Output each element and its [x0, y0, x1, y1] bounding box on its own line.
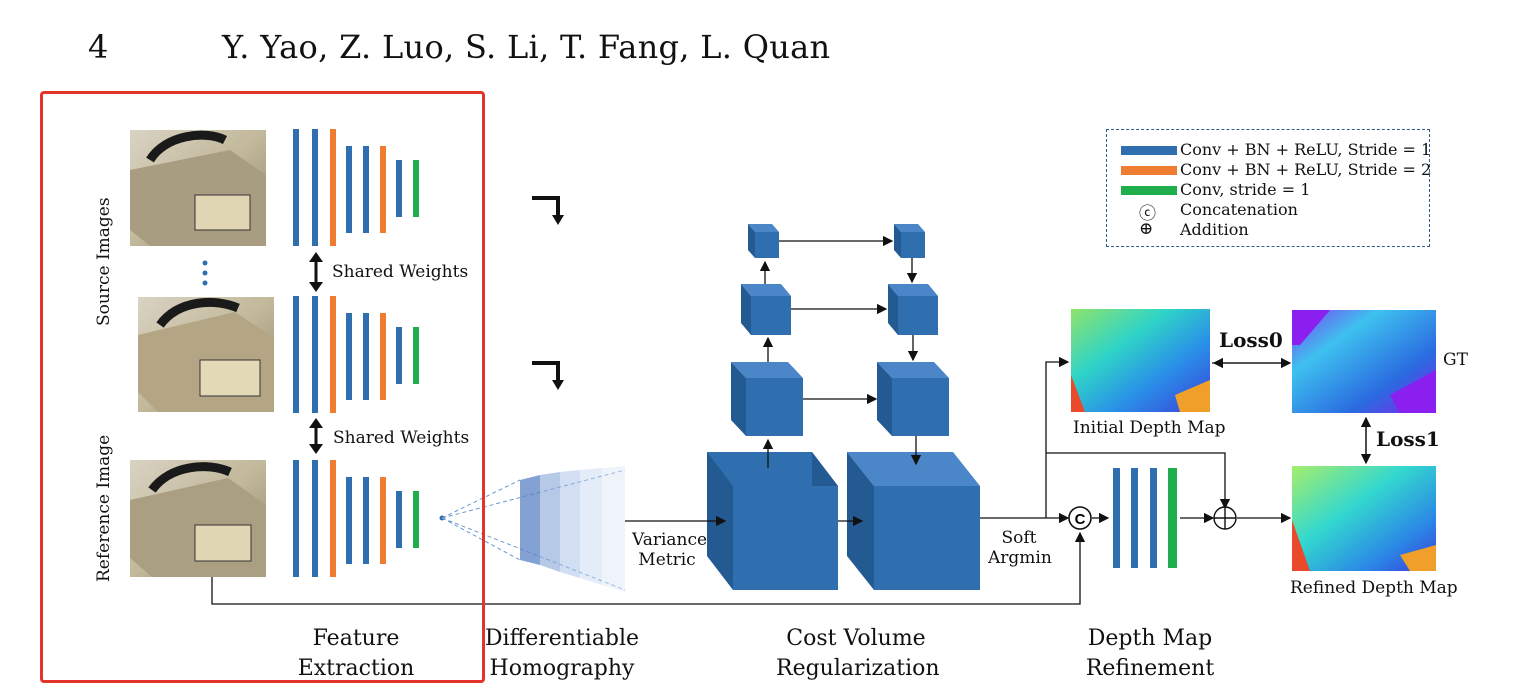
- stage-title-line: Depth Map: [1087, 626, 1213, 651]
- cost-cube-small-1: [741, 284, 791, 335]
- legend-swatch-blue: [1121, 146, 1177, 155]
- cost-volume-arrows: [625, 235, 922, 527]
- shared-weights-arrow-1: [309, 252, 323, 292]
- soft-argmin-label: Soft Argmin: [988, 528, 1052, 568]
- ground-truth-depth-map: [1292, 310, 1436, 413]
- legend-swatch-orange: [1121, 166, 1177, 175]
- warp-arrow-2: [532, 361, 564, 390]
- initial-depth-map: [1071, 309, 1210, 412]
- legend-item: Conv + BN + ReLU, Stride = 2: [1107, 160, 1431, 180]
- legend-item: ⓒ Concatenation: [1107, 200, 1427, 224]
- stage-differentiable-homography: Differentiable Homography: [482, 624, 642, 684]
- feature-layers-2: [293, 296, 419, 413]
- shared-weights-label-2: Shared Weights: [333, 428, 470, 448]
- legend-item: Conv + BN + ReLU, Stride = 1: [1107, 140, 1431, 160]
- stage-title-line: Homography: [489, 656, 635, 681]
- cost-cube-small-2: [888, 284, 938, 335]
- stage-cost-volume-regularization: Cost Volume Regularization: [776, 624, 940, 684]
- feature-extraction-highlight: [40, 91, 485, 683]
- addition-icon: [1213, 506, 1237, 530]
- cost-cube-large-1: [707, 452, 838, 590]
- legend-label: Conv, stride = 1: [1180, 180, 1311, 199]
- cost-cube-tiny-2: [894, 224, 925, 258]
- legend-label: Addition: [1180, 220, 1249, 239]
- variance-label: Variance: [632, 530, 708, 550]
- source-images-label: Source Images: [94, 197, 114, 326]
- initial-depth-map-label: Initial Depth Map: [1073, 418, 1226, 438]
- refined-depth-map: [1292, 466, 1436, 571]
- concatenation-symbol-icon: ⓒ: [1139, 204, 1156, 224]
- legend-label: Conv + BN + ReLU, Stride = 1: [1180, 140, 1432, 159]
- source-image-top: [130, 130, 266, 246]
- legend-item: Conv, stride = 1: [1107, 180, 1427, 200]
- metric-label: Metric: [638, 550, 696, 570]
- more-images-ellipsis: [202, 260, 208, 286]
- legend-label: Conv + BN + ReLU, Stride = 2: [1180, 160, 1432, 179]
- stage-title-line: Cost Volume: [786, 626, 926, 651]
- variance-metric-label: Variance Metric: [632, 530, 708, 570]
- cost-cube-tiny-1: [748, 224, 779, 258]
- legend-item: ⊕ Addition: [1107, 219, 1427, 240]
- stage-title-line: Regularization: [776, 656, 940, 681]
- warp-arrow-1: [532, 196, 564, 225]
- legend-label: Concatenation: [1180, 200, 1298, 219]
- cost-cube-large-2: [847, 452, 980, 590]
- stage-title-line: Differentiable: [484, 626, 640, 651]
- author-list: Y. Yao, Z. Luo, S. Li, T. Fang, L. Quan: [222, 28, 831, 66]
- refinement-layers: [1113, 468, 1177, 568]
- concatenation-icon: C: [1068, 506, 1092, 530]
- stage-depth-map-refinement: Depth Map Refinement: [1080, 624, 1220, 684]
- reference-image: [130, 460, 266, 577]
- stage-title-line: Feature: [312, 626, 400, 651]
- source-image-bottom: [138, 297, 274, 412]
- page-number: 4: [88, 28, 109, 66]
- shared-weights-arrow-2: [309, 418, 323, 454]
- argmin-label: Argmin: [988, 548, 1052, 568]
- reference-image-label: Reference Image: [94, 434, 114, 582]
- loss1-label: Loss1: [1376, 427, 1440, 451]
- stage-title-line: Refinement: [1085, 656, 1215, 681]
- stage-title-line: Extraction: [297, 656, 415, 681]
- homography-frustum: [439, 466, 626, 592]
- cost-cube-mid-1: [731, 362, 803, 436]
- soft-label: Soft: [1001, 528, 1037, 548]
- gt-label: GT: [1443, 350, 1468, 370]
- shared-weights-label-1: Shared Weights: [332, 262, 469, 282]
- refined-depth-map-label: Refined Depth Map: [1290, 578, 1458, 598]
- cost-cube-mid-2: [877, 362, 949, 436]
- stage-feature-extraction: Feature Extraction: [286, 624, 426, 684]
- legend: Conv + BN + ReLU, Stride = 1 Conv + BN +…: [1106, 129, 1431, 247]
- loss0-label: Loss0: [1219, 328, 1283, 352]
- addition-symbol-icon: ⊕: [1139, 219, 1154, 239]
- refinement-arrows: [211, 356, 1372, 605]
- feature-layers-1: [293, 129, 419, 246]
- svg-text:C: C: [1075, 511, 1086, 528]
- legend-swatch-green: [1121, 186, 1177, 195]
- feature-layers-3: [293, 460, 419, 577]
